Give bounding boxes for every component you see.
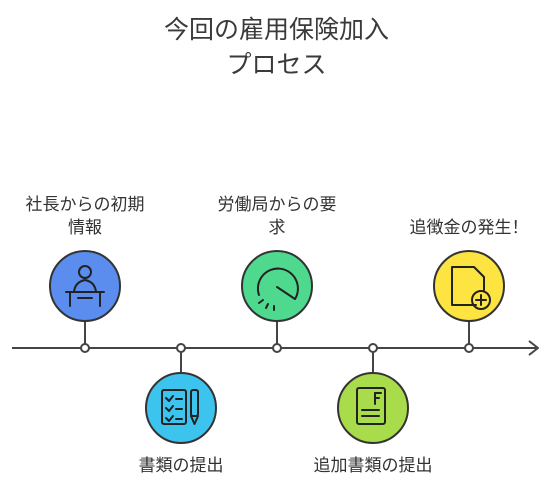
timeline-arrowhead-icon xyxy=(528,340,539,356)
document-icon xyxy=(356,387,386,425)
step-3-label-line-1: 労働局からの要 xyxy=(217,195,337,215)
step-4-label: 追加書類の提出 xyxy=(293,455,453,478)
step-2-label: 書類の提出 xyxy=(101,455,261,478)
title-line-1: 今回の雇用保険加入 xyxy=(163,15,389,44)
step-3-label: 労働局からの要 求 xyxy=(197,194,357,240)
step-1-label-line-1: 社長からの初期 xyxy=(25,195,145,215)
gauge-icon xyxy=(256,267,299,311)
person-at-desk-icon xyxy=(65,265,105,307)
step-3-circle xyxy=(241,250,313,322)
step-2-circle xyxy=(145,372,217,444)
step-3-label-line-2: 求 xyxy=(268,218,286,238)
timeline-node-4 xyxy=(368,343,378,353)
title-line-2: プロセス xyxy=(226,50,327,79)
step-1-circle xyxy=(49,250,121,322)
step-5-circle xyxy=(433,250,505,322)
timeline-node-5 xyxy=(464,343,474,353)
step-4-label-line-1: 追加書類の提出 xyxy=(313,456,433,476)
step-5-label-line-1: 追徴金の発生！ xyxy=(409,218,529,238)
timeline-node-1 xyxy=(80,343,90,353)
checklist-and-pen-icon xyxy=(161,389,199,425)
step-4-circle xyxy=(337,372,409,444)
step-2-label-line-1: 書類の提出 xyxy=(138,456,224,476)
step-5-label: 追徴金の発生！ xyxy=(389,217,549,240)
step-1-label-line-2: 情報 xyxy=(68,218,102,238)
step-1-label: 社長からの初期 情報 xyxy=(5,194,165,240)
timeline-node-2 xyxy=(176,343,186,353)
timeline-node-3 xyxy=(272,343,282,353)
diagram-title: 今回の雇用保険加入 プロセス xyxy=(0,12,553,82)
add-document-icon xyxy=(451,266,491,310)
